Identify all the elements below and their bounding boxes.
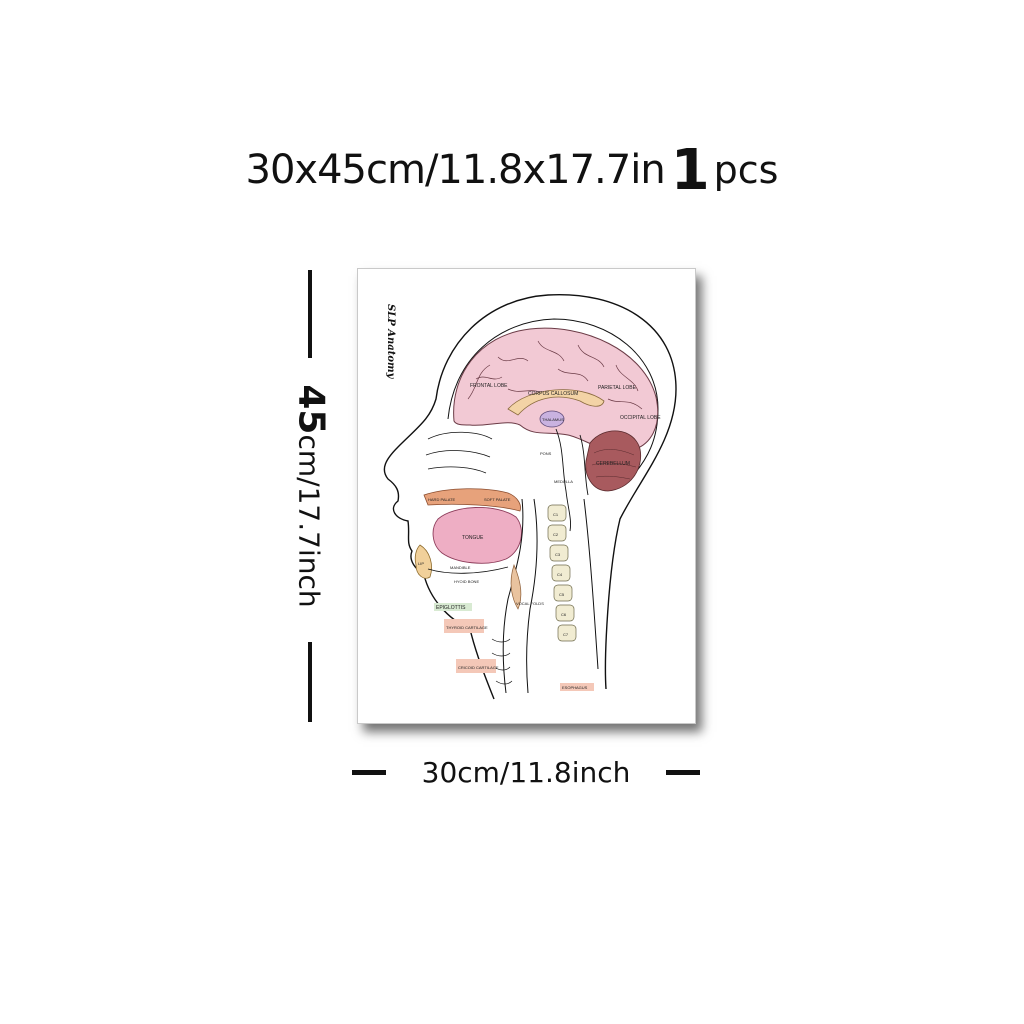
width-measure-line-right [666,769,700,775]
anatomy-poster: C1 C2 C3 C4 C5 C6 C7 SLP Anatomy FRONTAL… [357,268,696,724]
label-hard-palate: HARD PALATE [428,497,456,502]
headline-quantity: 1 [670,138,710,203]
cerebellum [585,430,642,492]
inner-skull [447,318,659,480]
width-measure: 30cm/11.8inch [352,752,700,792]
label-frontal-lobe: FRONTAL LOBE [470,383,508,389]
label-hyoid-bone: HYOID BONE [454,579,479,584]
vertebra-c7: C7 [563,632,569,637]
label-thalamus: THALAMUS [542,417,564,422]
label-thyroid-highlight [444,619,484,633]
label-tongue: TONGUE [462,535,484,541]
corpus-callosum [507,389,605,416]
width-measure-line-left [352,769,386,775]
vertebra-c1: C1 [553,512,559,517]
label-occipital-lobe: OCCIPITAL LOBE [620,415,661,421]
headline-dimensions: 30x45cm/11.8x17.7in [245,147,666,193]
label-epiglottis: EPIGLOTTIS [436,605,466,611]
palate [423,488,521,512]
height-label-unit: cm/17.7inch [292,434,326,608]
headline-unit: pcs [713,148,779,192]
poster-title: SLP Anatomy [385,304,396,380]
label-vocal-folds: VOCAL FOLDS [516,601,544,606]
label-parietal-lobe: PARIETAL LOBE [598,385,637,391]
anatomy-illustration: C1 C2 C3 C4 C5 C6 C7 SLP Anatomy FRONTAL… [383,293,677,700]
trachea-rings [491,638,513,685]
height-measure-line-top [308,270,312,358]
height-label: 45cm/17.7inch [291,384,332,607]
label-esophagus-highlight [560,683,594,691]
label-mandible: MANDIBLE [450,565,471,570]
tongue [432,507,522,564]
label-esophagus: ESOPHAGUS [562,685,588,690]
height-measure: 45cm/17.7inch [291,270,332,722]
thalamus [539,410,565,428]
label-corpus-callosum: CORPUS CALLOSUM [528,391,578,397]
label-pons: PONS [540,451,552,456]
pharynx [502,498,538,694]
label-soft-palate: SOFT PALATE [484,497,511,502]
cerebellum-folia [591,449,637,480]
vertebra-c5: C5 [559,592,565,597]
neck-back [583,498,599,670]
mandible [427,566,509,574]
vertebra-c2: C2 [553,532,559,537]
vertebra-c6: C6 [561,612,567,617]
height-label-value: 45 [290,384,332,435]
width-label: 30cm/11.8inch [421,755,631,789]
height-measure-line-bottom [308,642,312,722]
label-cerebellum: CEREBELLUM [596,461,630,467]
label-epiglottis-highlight [434,603,472,611]
lip [414,544,432,579]
brain-gyri [467,340,643,410]
label-lip: LIP [418,561,424,566]
label-thyroid-cartilage: THYROID CARTILAGE [446,625,488,630]
label-medulla: MEDULLA [554,479,573,484]
vertebra-c4: C4 [557,572,563,577]
nasal-turbinates [425,431,493,474]
label-cricoid-cartilage: CRICOID CARTILAGE [458,665,499,670]
brainstem [555,428,589,532]
vertebra-c3: C3 [555,552,561,557]
label-cricoid-highlight [456,659,496,673]
epiglottis [510,564,522,610]
cervical-spine: C1 C2 C3 C4 C5 C6 C7 [547,504,577,642]
